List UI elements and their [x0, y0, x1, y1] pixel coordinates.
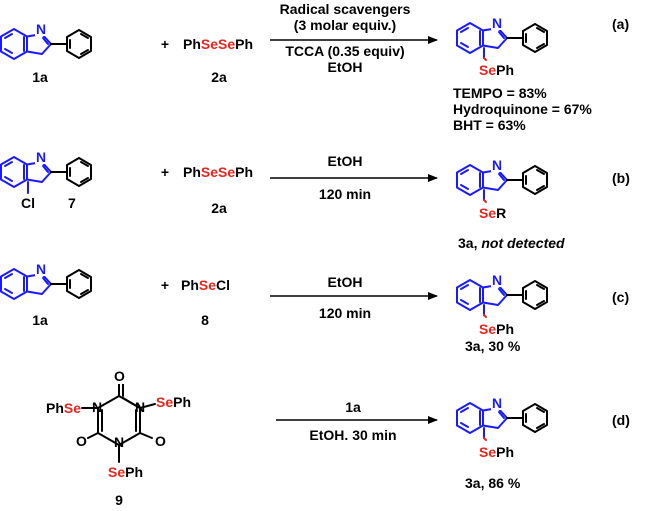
compound-9-structure: O PhSe SePh SePh N N N O O 9 [46, 368, 191, 508]
atom-cl: Cl [21, 195, 35, 211]
compound-label-1a: 1a [32, 312, 48, 328]
arrow-bottom-label: 120 min [319, 305, 371, 321]
row-c: N 1a + PhSeCl 8 EtOH 120 min N SePh (c) … [0, 261, 629, 354]
reagent-diphenyl-diselenide: PhSeSePh [183, 164, 253, 180]
result-hydroquinone: Hydroquinone = 67% [453, 101, 592, 117]
row-a: N 1a + PhSeSePh 2a Radical scavengers (3… [0, 1, 629, 133]
compound-label-2a: 2a [211, 69, 227, 85]
compound-label-7: 7 [68, 195, 76, 211]
plus-sign: + [161, 277, 169, 293]
arrow-bottom-line-2: EtOH [328, 59, 363, 75]
row-b: N Cl 7 + PhSeSePh 2a EtOH 120 min N SeR … [0, 149, 630, 251]
compound-1a-structure: N 1a [0, 261, 92, 328]
compound-label-1a: 1a [32, 69, 48, 85]
result-tempo: TEMPO = 83% [453, 85, 547, 101]
result-bht: BHT = 63% [453, 117, 526, 133]
compound-label-9: 9 [115, 492, 123, 508]
atom-n: N [36, 21, 46, 37]
atom-n: N [492, 395, 502, 411]
atom-o: O [114, 368, 125, 384]
selenyl-substituent: SePh [479, 62, 514, 78]
atom-n: N [36, 261, 46, 277]
product-3a-structure: N SePh [456, 272, 548, 337]
compound-label-2a: 2a [211, 200, 227, 216]
arrow-bottom-label: 120 min [319, 186, 371, 202]
atom-n: N [492, 157, 502, 173]
compound-7-structure: N Cl 7 [0, 149, 92, 211]
row-label-a: (a) [612, 16, 629, 32]
row-label-c: (c) [612, 289, 629, 305]
plus-sign: + [161, 36, 169, 52]
atom-n: N [492, 15, 502, 31]
arrow-bottom-label: EtOH. 30 min [309, 427, 396, 443]
selenyl-substituent: SePh [108, 464, 143, 480]
selenyl-substituent: SePh [479, 321, 514, 337]
row-label-b: (b) [612, 170, 630, 186]
product-result: 3a, not detected [458, 235, 565, 251]
atom-n: N [135, 399, 145, 415]
arrow-top-label: EtOH [328, 274, 363, 290]
arrow-top-line-1: Radical scavengers [280, 1, 411, 17]
product-3a-structure: N SePh [456, 15, 548, 78]
reagent-diphenyl-diselenide: PhSeSePh [183, 36, 253, 52]
selenyl-substituent: PhSe [46, 400, 81, 416]
compound-1a-structure: N 1a [0, 21, 92, 85]
compound-label-8: 8 [201, 312, 209, 328]
product-3a-structure: N SePh [456, 395, 548, 460]
arrow-top-label: 1a [345, 399, 361, 415]
arrow-bottom-line-1: TCCA (0.35 equiv) [285, 43, 404, 59]
product-result: 3a, 30 % [465, 338, 521, 354]
reagent-phenylselenyl-chloride: PhSeCl [181, 277, 230, 293]
atom-n: N [92, 399, 102, 415]
atom-o: O [76, 433, 87, 449]
row-d: O PhSe SePh SePh N N N O O 9 1a EtOH. 30… [46, 368, 630, 508]
arrow-top-line-2: (3 molar equiv.) [294, 17, 396, 33]
plus-sign: + [161, 164, 169, 180]
product-3a-structure: N SeR [456, 157, 548, 221]
selenyl-substituent: SePh [156, 394, 191, 410]
selenyl-substituent: SePh [479, 444, 514, 460]
atom-n: N [114, 434, 124, 450]
product-result: 3a, 86 % [465, 475, 521, 491]
atom-n: N [492, 272, 502, 288]
selenyl-substituent: SeR [479, 205, 506, 221]
arrow-top-label: EtOH [328, 153, 363, 169]
atom-n: N [36, 149, 46, 165]
atom-o: O [155, 433, 166, 449]
row-label-d: (d) [612, 412, 630, 428]
